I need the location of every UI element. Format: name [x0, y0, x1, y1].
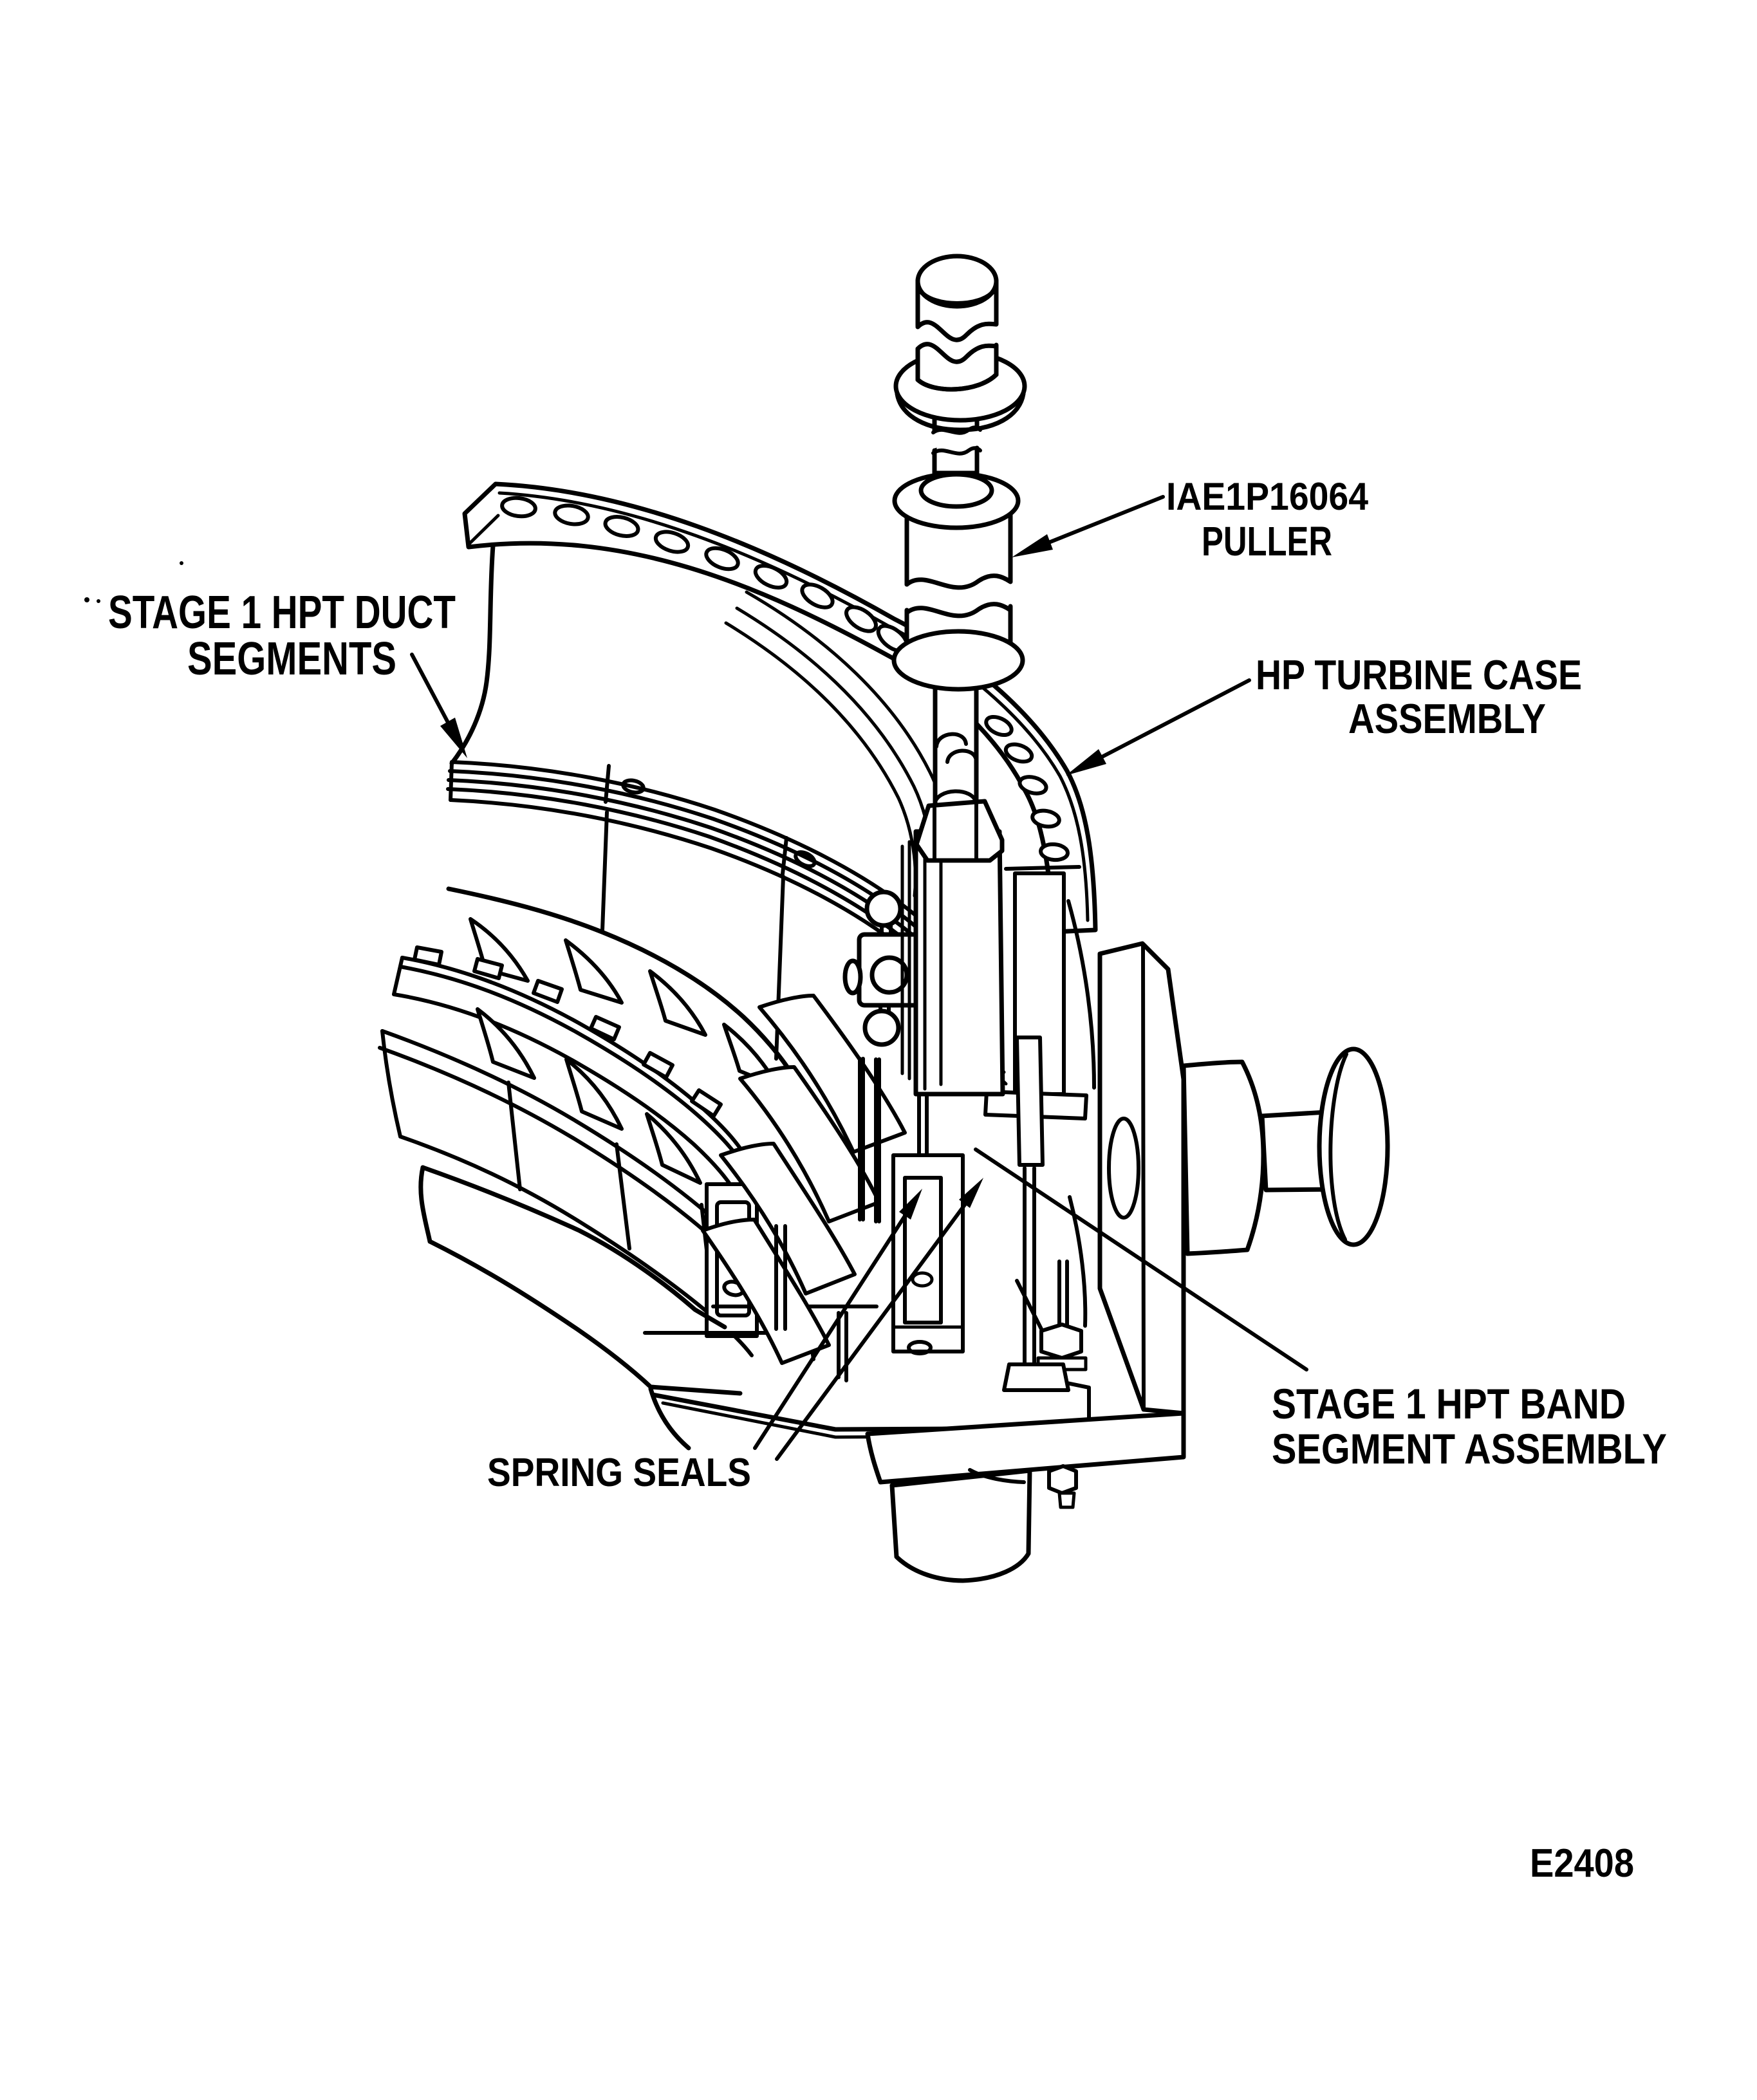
- svg-text:SEGMENT ASSEMBLY: SEGMENT ASSEMBLY: [1272, 1425, 1667, 1473]
- svg-text:SEGMENTS: SEGMENTS: [187, 633, 396, 685]
- svg-text:SPRING SEALS: SPRING SEALS: [487, 1451, 751, 1495]
- svg-text:STAGE 1 HPT BAND: STAGE 1 HPT BAND: [1272, 1380, 1626, 1427]
- svg-text:STAGE 1 HPT DUCT: STAGE 1 HPT DUCT: [108, 587, 456, 638]
- svg-text:HP TURBINE CASE: HP TURBINE CASE: [1256, 651, 1582, 698]
- svg-text:E2408: E2408: [1530, 1841, 1634, 1886]
- svg-text:IAE1P16064: IAE1P16064: [1166, 475, 1369, 518]
- svg-text:ASSEMBLY: ASSEMBLY: [1348, 695, 1546, 742]
- svg-text:PULLER: PULLER: [1202, 518, 1332, 564]
